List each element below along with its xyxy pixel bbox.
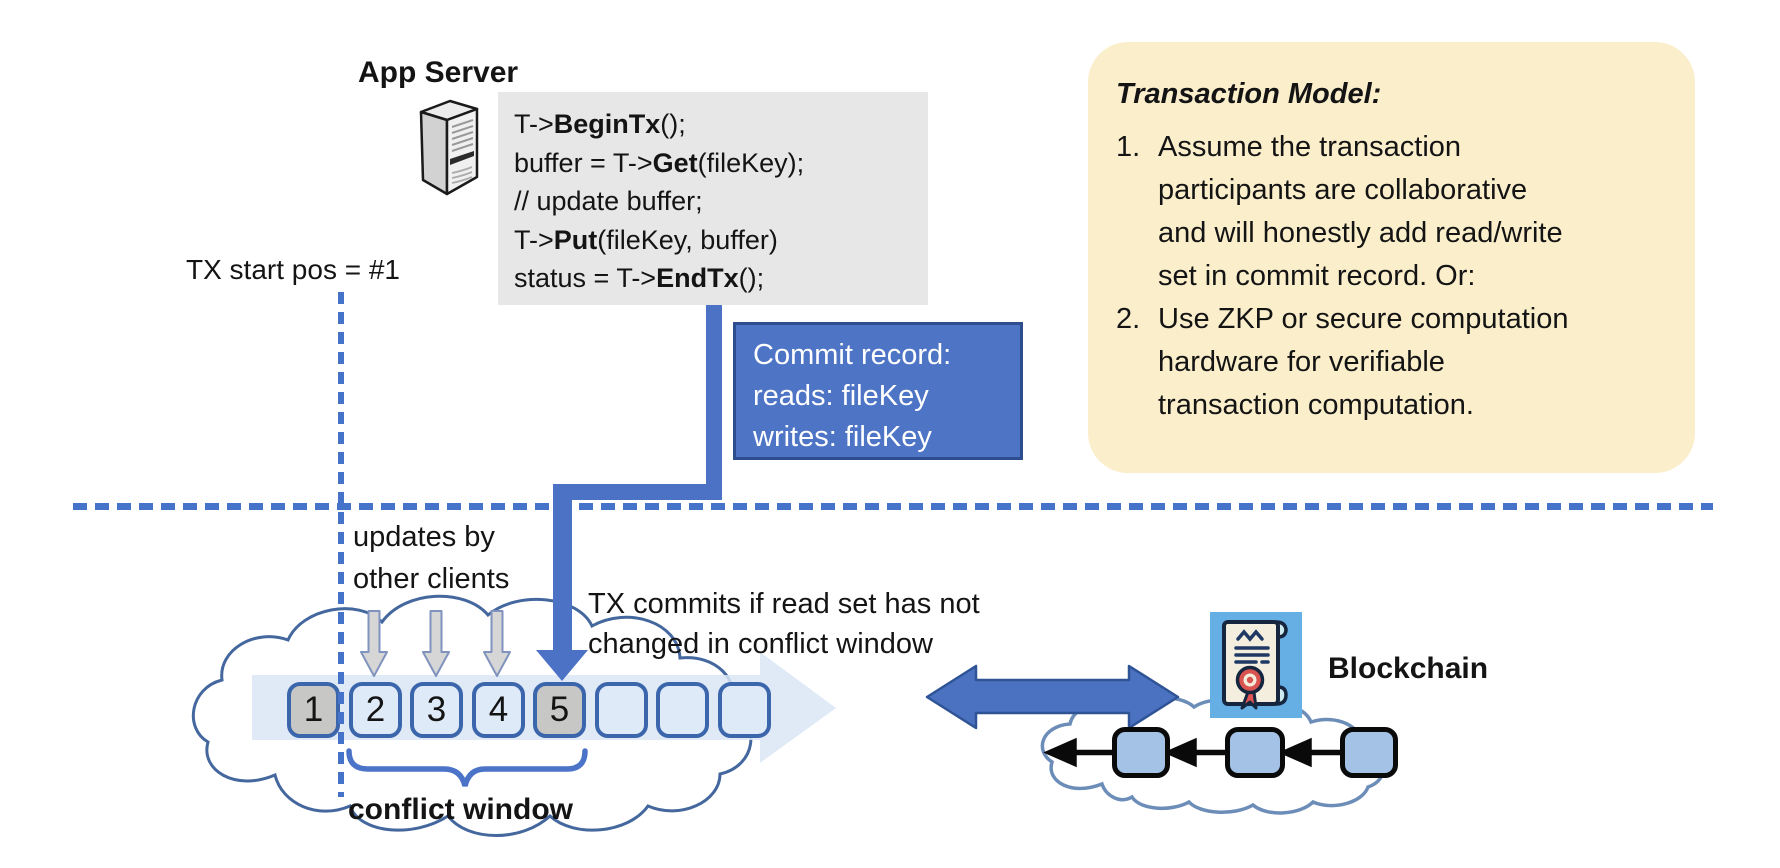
block-slot-6 xyxy=(595,682,648,738)
blockchain-label: Blockchain xyxy=(1328,652,1489,685)
code-line: // update buffer; xyxy=(514,186,703,216)
server-icon xyxy=(414,97,484,199)
note-title: Transaction Model: xyxy=(1116,78,1382,110)
code-line: status = T->EndTx(); xyxy=(514,263,765,293)
commit-record-box: Commit record: reads: fileKey writes: fi… xyxy=(733,322,1023,460)
transaction-model-note xyxy=(1088,42,1695,473)
code-line: T->Put(fileKey, buffer) xyxy=(514,224,778,255)
block-slot-1: 1 xyxy=(287,682,340,738)
commit-flow-arrow xyxy=(530,300,730,690)
note-item: 2. Use ZKP or secure computation hardwar… xyxy=(1116,303,1569,421)
block-slot-3: 3 xyxy=(410,682,463,738)
block-slot-7 xyxy=(656,682,709,738)
tx-commits-label: TX commits if read set has not changed i… xyxy=(588,588,980,660)
note-item: 1. Assume the transaction participants a… xyxy=(1116,131,1563,292)
chain-links-arrows xyxy=(1040,735,1350,771)
transaction-code-block: T->BeginTx(); buffer = T->Get(fileKey); … xyxy=(498,92,928,305)
block-slot-2: 2 xyxy=(349,682,402,738)
code-line: buffer = T->Get(fileKey); xyxy=(514,147,805,178)
tx-start-dashed-line xyxy=(338,292,344,797)
app-server-title: App Server xyxy=(358,56,519,89)
chain-block xyxy=(1112,727,1170,778)
block-slot-8 xyxy=(718,682,771,738)
ledger-boundary-dashed-line xyxy=(73,503,1713,510)
conflict-window-bracket xyxy=(344,746,594,792)
tx-start-pos-label: TX start pos = #1 xyxy=(186,254,400,285)
block-slot-5: 5 xyxy=(533,682,586,738)
chain-block xyxy=(1340,727,1398,778)
block-slot-4: 4 xyxy=(472,682,525,738)
ledger-certificate-icon xyxy=(1210,612,1302,718)
note-list: 1. Assume the transaction participants a… xyxy=(1116,126,1656,427)
conflict-window-label: conflict window xyxy=(348,793,573,826)
blockchain-cloud xyxy=(1030,692,1454,824)
update-arrows-icon xyxy=(350,610,520,680)
code-line: T->BeginTx(); xyxy=(514,109,686,139)
ledger-cloud xyxy=(180,570,805,855)
chain-block xyxy=(1225,727,1285,778)
sync-double-arrow xyxy=(925,664,1181,732)
updates-by-other-clients-label: updates by other clients xyxy=(353,521,510,595)
